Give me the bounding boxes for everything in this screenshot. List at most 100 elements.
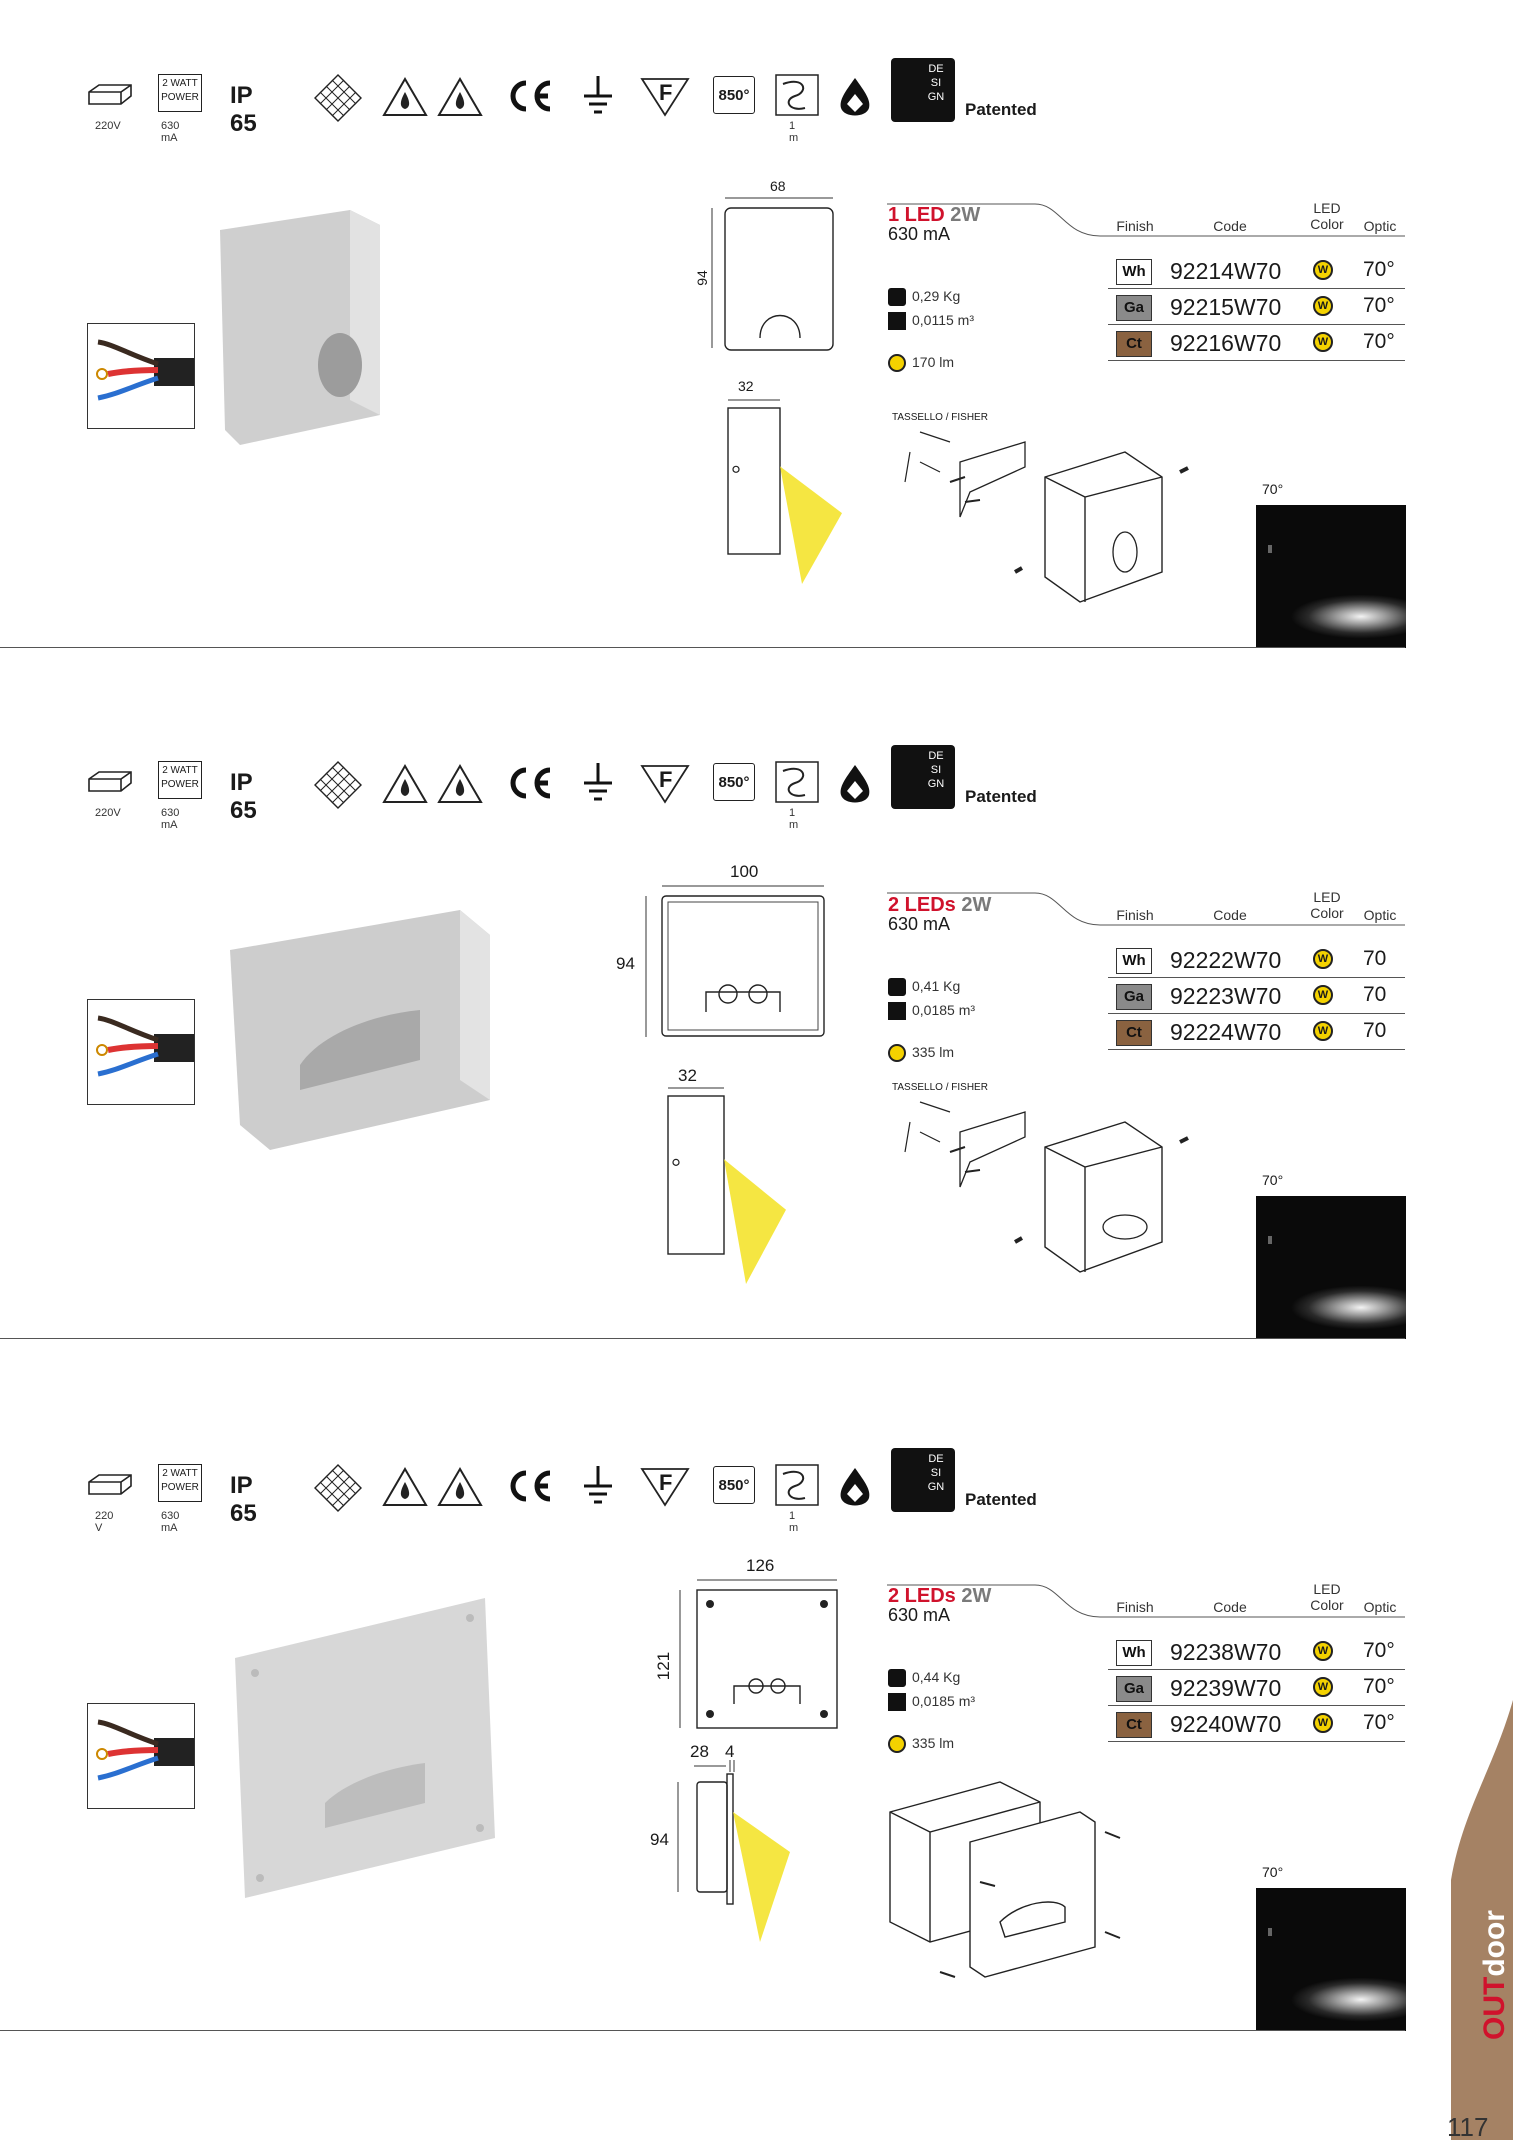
power-watt-label: 2 WATT bbox=[162, 1468, 198, 1479]
weight-value: 0,41 Kg bbox=[912, 978, 961, 994]
cable-wiring-inset bbox=[87, 999, 198, 1105]
power-icon: 2 WATT POWER bbox=[158, 1464, 202, 1502]
volume-spec: 0,0185 m³ bbox=[888, 1002, 975, 1021]
assembly-exploded-drawing: TASSELLO / FISHER bbox=[890, 412, 1190, 642]
wiring-illustration bbox=[96, 1719, 198, 1781]
side-dimension-drawing: 32 bbox=[710, 378, 870, 608]
cable-wiring-inset bbox=[87, 1703, 198, 1809]
grid-diamond-icon bbox=[314, 74, 362, 122]
header-connector-line bbox=[887, 1584, 1405, 1618]
volume-icon bbox=[888, 1002, 906, 1021]
front-dimension-drawing: 68 94 bbox=[694, 178, 850, 368]
product-row: Ct 92224W70 W 70 bbox=[1108, 1015, 1405, 1050]
wiring-illustration bbox=[96, 1015, 198, 1077]
led-count: 2 LEDs bbox=[888, 1585, 956, 1607]
cable-wiring-inset bbox=[87, 323, 198, 429]
section-divider bbox=[0, 647, 1405, 648]
side-dimension-drawing: 32 bbox=[650, 1066, 810, 1296]
water-drop-triangle-icon bbox=[437, 764, 483, 803]
cable-length-label: 1 m bbox=[789, 120, 799, 144]
product-row: Wh 92238W70 W 70° bbox=[1108, 1635, 1405, 1670]
optic-angle: 70° bbox=[1363, 330, 1395, 353]
ce-mark-icon bbox=[510, 767, 551, 799]
header-optic: Optic bbox=[1363, 1599, 1397, 1615]
water-drop-triangle-icon bbox=[382, 77, 428, 116]
water-resistant-icon bbox=[840, 78, 870, 116]
ground-icon bbox=[584, 76, 612, 114]
class-f-icon bbox=[640, 1468, 690, 1507]
depth-dimension: 32 bbox=[678, 1066, 697, 1085]
design-line-1: DE bbox=[928, 750, 944, 762]
fixture-marker bbox=[1268, 1236, 1272, 1244]
led-w-icon bbox=[888, 1044, 906, 1063]
product-code: 92223W70 bbox=[1170, 983, 1282, 1009]
height-dimension: 94 bbox=[693, 270, 710, 286]
front-dimension-drawing: 100 94 bbox=[610, 862, 840, 1052]
side-dimension-drawing: 28 4 94 bbox=[650, 1742, 810, 2002]
product-code: 92240W70 bbox=[1170, 1711, 1282, 1737]
header-optic: Optic bbox=[1363, 218, 1397, 234]
weight-spec: 0,41 Kg bbox=[888, 978, 961, 997]
beam-angle-label: 70° bbox=[1262, 1864, 1284, 1880]
power-watt-label: 2 WATT bbox=[162, 78, 198, 89]
product-code: 92216W70 bbox=[1170, 330, 1282, 356]
width-dimension: 100 bbox=[730, 862, 759, 881]
width-dimension: 68 bbox=[770, 178, 786, 194]
assembly-exploded-drawing bbox=[889, 1781, 1121, 1978]
led-count: 2 LEDs bbox=[888, 894, 956, 916]
header-led: LED bbox=[1313, 200, 1341, 216]
class-f-icon bbox=[640, 78, 690, 117]
product-current: 630 mA bbox=[888, 1605, 951, 1625]
finish-swatch: Ct bbox=[1116, 1020, 1152, 1046]
depth-dimension: 28 bbox=[690, 1742, 709, 1761]
design-icon: DE SI GN bbox=[891, 58, 955, 122]
design-line-3: GN bbox=[927, 1481, 945, 1493]
patented-label: Patented bbox=[965, 787, 1037, 806]
cable-icon bbox=[775, 1464, 819, 1506]
cable-icon bbox=[775, 761, 819, 803]
drivers-box-icon bbox=[88, 84, 132, 105]
glow-wire-temp: 850° bbox=[718, 87, 750, 104]
optic-angle: 70° bbox=[1363, 294, 1395, 317]
product-title: 2 LEDs 2W bbox=[888, 894, 991, 917]
class-f-label: F bbox=[659, 1470, 673, 1495]
class-f-icon bbox=[640, 765, 690, 804]
ce-mark-icon bbox=[510, 80, 551, 112]
glow-wire-temp: 850° bbox=[718, 774, 750, 791]
beam-angle-label: 70° bbox=[1262, 1172, 1284, 1188]
current-label: 630 mA bbox=[161, 1510, 180, 1534]
cable-length-label: 1 m bbox=[789, 807, 799, 831]
product-code: 92222W70 bbox=[1170, 947, 1282, 973]
led-w-icon bbox=[888, 1735, 906, 1754]
lumens-spec: 335 lm bbox=[888, 1044, 954, 1063]
beam-pattern-photo bbox=[1256, 1196, 1406, 1339]
finish-swatch: Ga bbox=[1116, 984, 1152, 1010]
header-finish: Finish bbox=[1116, 907, 1154, 923]
product-code: 92214W70 bbox=[1170, 258, 1282, 284]
flange-dimension: 4 bbox=[725, 1742, 735, 1761]
cable-icon bbox=[775, 74, 819, 116]
ip-rating: IP 65 bbox=[230, 82, 257, 137]
finish-swatch: Ct bbox=[1116, 331, 1152, 357]
ce-mark-icon bbox=[510, 1470, 551, 1502]
product-code: 92238W70 bbox=[1170, 1639, 1282, 1665]
header-code: Code bbox=[1213, 1599, 1247, 1615]
header-color: Color bbox=[1310, 1597, 1344, 1613]
product-current: 630 mA bbox=[888, 914, 951, 934]
ground-icon bbox=[584, 1466, 612, 1504]
product-photo bbox=[235, 1598, 495, 1898]
header-finish: Finish bbox=[1116, 1599, 1154, 1615]
led-color-badge: W bbox=[1313, 1641, 1333, 1661]
led-color-badge: W bbox=[1313, 1021, 1333, 1041]
current-label: 630 mA bbox=[161, 807, 180, 831]
beam-pattern-photo bbox=[1256, 505, 1406, 648]
water-drop-triangle-icon bbox=[437, 1467, 483, 1506]
header-optic: Optic bbox=[1363, 907, 1397, 923]
height-dimension: 121 bbox=[654, 1651, 674, 1681]
wiring-illustration bbox=[96, 339, 198, 401]
weight-icon bbox=[888, 288, 906, 307]
product-row: Ct 92240W70 W 70° bbox=[1108, 1707, 1405, 1742]
water-drop-triangle-icon bbox=[437, 77, 483, 116]
product-row: Ct 92216W70 W 70° bbox=[1108, 326, 1405, 361]
header-code: Code bbox=[1213, 907, 1247, 923]
